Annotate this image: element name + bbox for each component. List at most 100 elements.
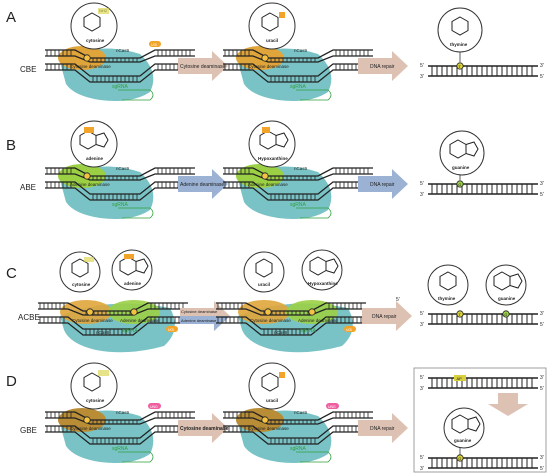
nick-marker-icon xyxy=(308,308,316,316)
panel-letter: B xyxy=(6,137,16,154)
deaminase-label: Cytosine deaminase xyxy=(72,318,113,323)
base-letter: T xyxy=(459,312,462,317)
panel-name: ACBE xyxy=(18,313,40,322)
editor-complex: Cytosine deaminase nCas9 sgRNA UGI xyxy=(44,41,196,101)
molecule-label: thymine xyxy=(438,296,456,301)
sgrna-label: sgRNA xyxy=(300,328,317,334)
strand-end-label: 5' xyxy=(420,455,424,461)
panel-name: ABE xyxy=(20,183,36,192)
strand-end-label: 3' xyxy=(420,74,424,80)
base-highlight xyxy=(262,127,270,133)
ncas9-label: nCas9 xyxy=(294,166,308,171)
deaminase-label: Adenine deaminase xyxy=(120,318,160,323)
sgrna-label: sgRNA xyxy=(122,328,139,334)
molecule-label: uracil xyxy=(266,38,278,43)
arrow-label: Cytosine deaminase xyxy=(181,309,218,314)
molecule-bubble xyxy=(427,264,469,306)
nick-marker-icon xyxy=(83,54,91,62)
deaminase-label: Cytosine deaminase xyxy=(248,426,289,431)
deaminase-label: Cytosine deaminase xyxy=(70,426,111,431)
molecule-bubble xyxy=(70,2,118,50)
strand-end-label: 3' xyxy=(540,455,544,461)
molecule-label: cytosine xyxy=(86,398,105,403)
nick-marker-icon xyxy=(83,416,91,424)
molecule-label: thymine xyxy=(450,42,468,47)
ncas9-label: nCas9 xyxy=(294,410,308,415)
molecule-label: cytosine xyxy=(72,282,91,287)
strand-end-label: 3' xyxy=(420,386,424,392)
strand-end-label: 5' xyxy=(396,297,400,303)
molecule-label: adenine xyxy=(124,281,142,286)
strand-end-label: 5' xyxy=(420,63,424,69)
sgrna-label: sgRNA xyxy=(290,202,307,208)
strand-end-label: 5' xyxy=(540,386,544,392)
sgrna-label: sgRNA xyxy=(112,202,129,208)
molecule-label: uracil xyxy=(266,398,278,403)
base-highlight xyxy=(84,127,94,133)
deaminase-label: Cytosine deaminase xyxy=(250,318,291,323)
strand-end-label: 5' xyxy=(540,192,544,198)
sgrna-loop xyxy=(118,451,154,463)
editor-complex: Adenine deaminase nCas9 sgRNA xyxy=(44,164,196,219)
ung-label: UNG xyxy=(150,405,158,409)
panel-letter: D xyxy=(6,373,17,390)
ugi-label: UGI xyxy=(346,328,352,332)
base-highlight xyxy=(98,370,109,376)
molecule-label: uracil xyxy=(258,282,270,287)
ap-site-marker xyxy=(454,375,466,381)
edited-base-marker xyxy=(456,310,464,318)
molecule-label: Hypoxanthine xyxy=(308,281,338,286)
sgrna-loop xyxy=(296,207,332,219)
strand-end-label: 3' xyxy=(540,375,544,381)
arrow-label: Cytosine deaminase xyxy=(180,426,229,432)
base-letter: G xyxy=(504,312,507,317)
arrow-label: Adenine deaminase xyxy=(181,318,217,323)
molecule-label: guanine xyxy=(452,165,470,170)
editor-complex: Cytosine deaminase nCas9 sgRNA UNG xyxy=(44,403,196,463)
base-highlight xyxy=(124,254,134,259)
ung-label: UNG xyxy=(328,405,336,409)
panel-name: GBE xyxy=(20,426,37,435)
strand-end-label: 3' xyxy=(540,181,544,187)
edited-base-marker xyxy=(456,62,464,70)
base-highlight xyxy=(279,12,285,18)
sgrna-loop xyxy=(296,89,332,101)
ugi-badge xyxy=(149,41,161,47)
edited-base-marker xyxy=(502,310,510,318)
molecule-label: guanine xyxy=(454,438,472,443)
strand-end-label: 5' xyxy=(420,375,424,381)
ung-badge xyxy=(326,403,339,409)
sgrna-label: sgRNA xyxy=(112,446,129,452)
nick-marker-icon xyxy=(261,54,269,62)
arrow-label: Cytosine deaminase xyxy=(180,64,226,70)
editor-complex: Cytosine deaminase nCas9 sgRNA UNG xyxy=(222,403,374,463)
edited-base-marker xyxy=(456,454,464,462)
molecule-bubble xyxy=(70,120,118,168)
sgrna-label: sgRNA xyxy=(290,84,307,90)
molecule-label: adenine xyxy=(86,156,104,161)
sgrna-label: sgRNA xyxy=(290,446,307,452)
strand-end-label: 5' xyxy=(540,466,544,472)
strand-end-label: 3' xyxy=(540,63,544,69)
block-arrow-icon xyxy=(180,301,230,331)
panel-d: D GBE Cytosine deaminase nCas9 sgRNA UNG… xyxy=(6,362,547,473)
edited-base-marker xyxy=(456,180,464,188)
sgrna-loop xyxy=(118,89,154,101)
nick-marker-icon xyxy=(86,308,94,316)
strand-end-label: 3' xyxy=(420,192,424,198)
deaminase-label: Cytosine deaminase xyxy=(70,64,111,69)
ung-badge xyxy=(148,403,161,409)
editor-complex: Adenine deaminase nCas9 sgRNA xyxy=(222,164,374,219)
molecule-label: cytosine xyxy=(86,38,105,43)
nick-marker-icon xyxy=(83,172,91,180)
molecule-label: Hypoxanthine xyxy=(258,156,288,161)
strand-end-label: 3' xyxy=(420,466,424,472)
nick-marker-icon xyxy=(264,308,272,316)
strand-end-label: 5' xyxy=(540,322,544,328)
strand-end-label: 5' xyxy=(420,311,424,317)
ncas9-label: nCas9 xyxy=(116,410,130,415)
arrow-label: DNA repair xyxy=(370,64,395,70)
ap-label: AP xyxy=(457,376,463,381)
ncas9-label: nCas9 xyxy=(274,330,288,335)
